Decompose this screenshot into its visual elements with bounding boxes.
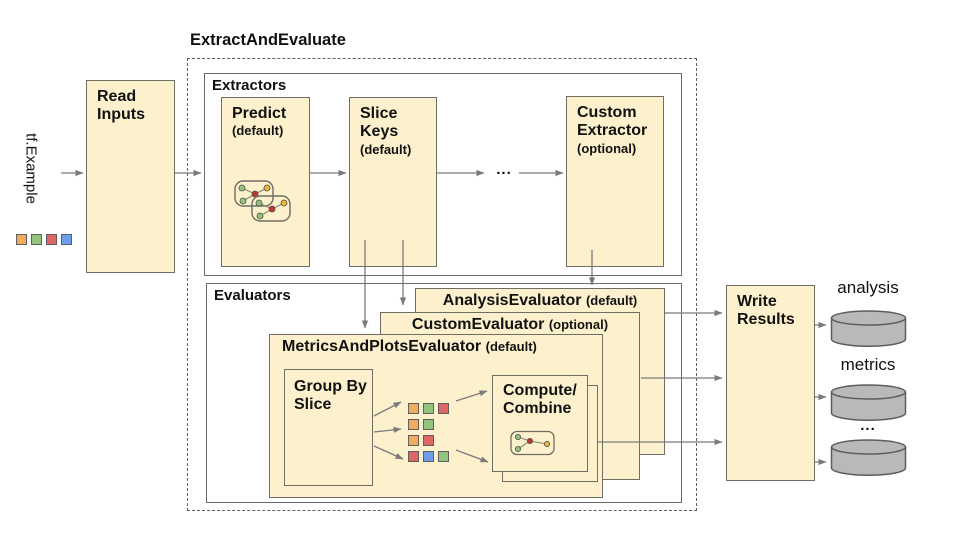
metrics-and-plots-evaluator-sub: (default): [485, 339, 537, 354]
compute-combine-title: Compute/ Combine: [493, 376, 587, 419]
group-by-slice-title: Group By Slice: [294, 378, 367, 414]
red-square: [46, 234, 57, 245]
custom-extractor-sub: (optional): [577, 140, 637, 156]
metrics-datastore-icon: [830, 384, 907, 421]
combine-graph-icon: [510, 430, 555, 456]
extract-and-evaluate-boundary: [187, 58, 697, 511]
green-square: [31, 234, 42, 245]
evaluators-title: Evaluators: [214, 287, 291, 304]
slice-keys-extractor-box: Slice Keys (default): [349, 97, 437, 267]
group-by-slice-box: Group By Slice: [284, 369, 373, 486]
analysis-evaluator-name: AnalysisEvaluator: [442, 292, 582, 309]
analysis-output-label: analysis: [837, 278, 899, 297]
green-square: [423, 403, 434, 414]
analysis-datastore-icon: [830, 310, 907, 347]
slice-row: [408, 419, 438, 430]
custom-evaluator-sub: (optional): [548, 317, 609, 332]
more-datastore-icon: [830, 439, 907, 476]
read-inputs-title: Read Inputs: [97, 88, 145, 124]
analysis-evaluator-sub: (default): [585, 293, 638, 308]
custom-evaluator-name: CustomEvaluator: [411, 316, 545, 333]
tf-example-label: tf.Example: [22, 133, 40, 204]
slice-row: [408, 403, 453, 414]
predict-extractor-box: Predict (default): [221, 97, 310, 267]
slice-row: [408, 451, 453, 462]
green-square: [438, 451, 449, 462]
tf-example-legend-squares: [16, 234, 76, 245]
red-square: [408, 451, 419, 462]
compute-combine-line2: Combine: [503, 400, 572, 418]
red-square: [438, 403, 449, 414]
custom-evaluator-title: CustomEvaluator (optional): [381, 313, 639, 334]
metrics-output-label: metrics: [840, 355, 896, 374]
write-results-box: Write Results: [726, 285, 815, 481]
compute-combine-box: Compute/ Combine: [492, 375, 588, 472]
compute-combine-line1: Compute/: [503, 382, 577, 399]
slice-row: [408, 435, 438, 446]
orange-square: [408, 403, 419, 414]
model-graph-icon: [234, 180, 291, 222]
custom-extractor-title: Custom Extractor: [577, 104, 648, 140]
analysis-evaluator-title: AnalysisEvaluator (default): [416, 289, 664, 310]
write-results-title: Write Results: [737, 293, 795, 329]
extractors-title: Extractors: [212, 77, 287, 94]
blue-square: [423, 451, 434, 462]
predict-title: Predict: [232, 105, 287, 122]
read-inputs-box: Read Inputs: [86, 80, 175, 273]
extractors-ellipsis: ...: [496, 161, 512, 178]
metrics-and-plots-evaluator-title: MetricsAndPlotsEvaluator (default): [270, 335, 602, 356]
green-square: [423, 419, 434, 430]
metrics-and-plots-evaluator-name: MetricsAndPlotsEvaluator: [282, 338, 482, 355]
slice-keys-sub: (default): [360, 141, 412, 157]
custom-extractor-box: Custom Extractor (optional): [566, 96, 664, 267]
more-outputs-ellipsis: ...: [860, 417, 876, 434]
orange-square: [408, 435, 419, 446]
blue-square: [61, 234, 72, 245]
slice-keys-title: Slice Keys: [360, 105, 399, 141]
red-square: [423, 435, 434, 446]
orange-square: [16, 234, 27, 245]
orange-square: [408, 419, 419, 430]
predict-sub: (default): [232, 123, 284, 139]
page-title: ExtractAndEvaluate: [190, 31, 346, 49]
